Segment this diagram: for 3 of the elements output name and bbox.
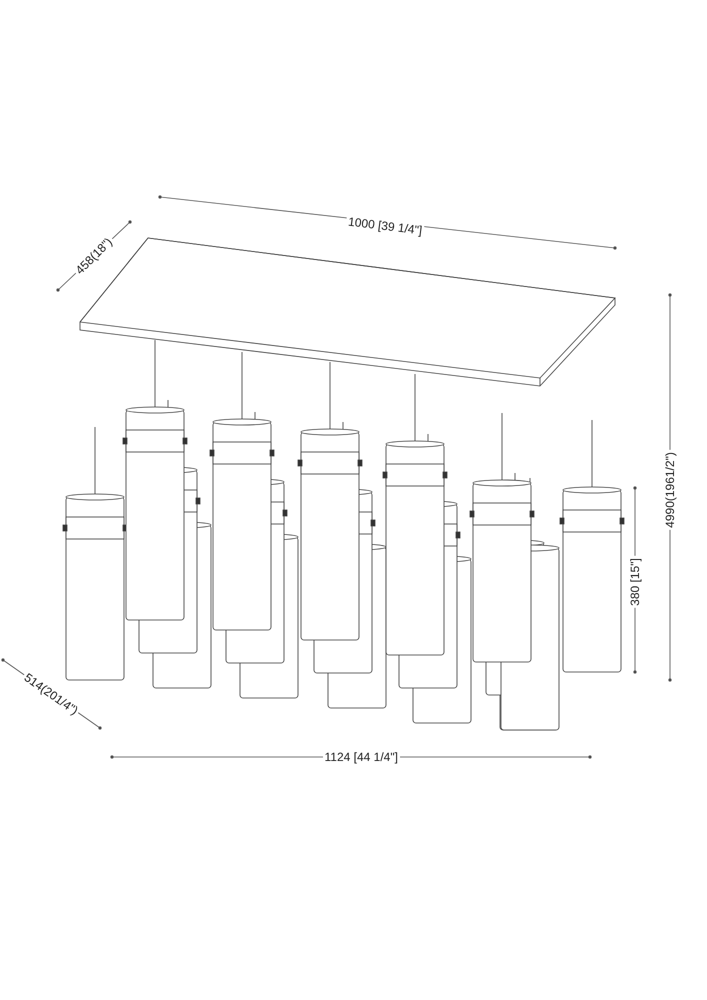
dimension-label: 4990(1961/2") [662, 450, 677, 530]
dimension-label: 1124 [44 1/4"] [322, 750, 400, 764]
dimension-label: 380 [15"] [628, 556, 642, 608]
